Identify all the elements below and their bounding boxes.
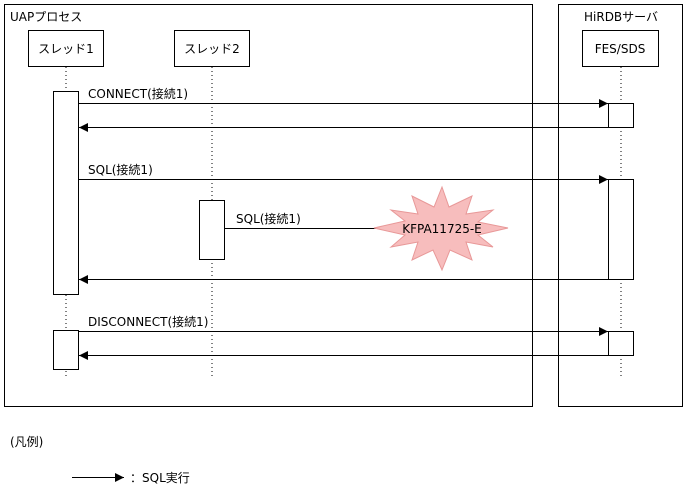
thread1-activation-2	[53, 330, 79, 370]
server-activation-3	[608, 331, 634, 356]
fes-sds-box	[582, 30, 659, 67]
uap-process-frame	[4, 4, 533, 407]
legend-arrow-text: ：SQL実行	[130, 470, 190, 485]
connect-message-label: CONNECT(接続1)	[88, 86, 188, 101]
thread1-box	[28, 30, 104, 67]
fes-sds-label: FES/SDS	[595, 42, 646, 56]
error-burst-shape	[373, 185, 509, 272]
server-activation-1	[608, 103, 634, 128]
thread1-activation-1	[53, 91, 79, 295]
error-code-label: KFPA11725-E	[402, 222, 482, 236]
sql1-message-label: SQL(接続1)	[88, 162, 153, 177]
legend-title: (凡例)	[10, 435, 43, 449]
server-activation-2	[608, 179, 634, 280]
thread1-label: スレッド1	[38, 42, 94, 56]
uap-process-label: UAPプロセス	[10, 10, 82, 24]
thread2-label: スレッド2	[184, 42, 240, 56]
hirdb-server-label: HiRDBサーバ	[584, 10, 658, 24]
hirdb-server-frame	[558, 4, 683, 407]
sql2-message-label: SQL(接続1)	[236, 211, 301, 226]
thread2-activation	[199, 200, 225, 260]
disconnect-message-label: DISCONNECT(接続1)	[88, 314, 208, 329]
thread2-box	[174, 30, 250, 67]
